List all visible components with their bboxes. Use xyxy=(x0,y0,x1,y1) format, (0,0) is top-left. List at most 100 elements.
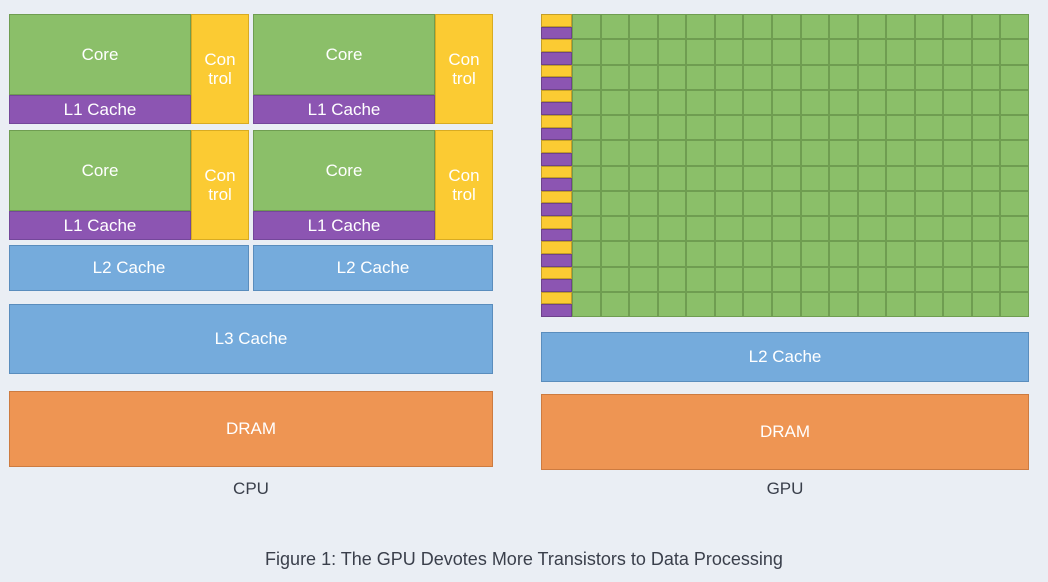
cpu-core-module-3: Core L1 Cache Con trol xyxy=(9,130,249,240)
gpu-core-cell xyxy=(686,64,715,90)
gpu-core-cell xyxy=(800,190,830,216)
gpu-core-cell xyxy=(743,241,772,267)
gpu-core-cell xyxy=(686,140,715,166)
gpu-core-cell xyxy=(743,266,772,292)
gpu-core-cell xyxy=(857,190,887,216)
gpu-core-cell xyxy=(857,216,887,242)
gpu-control-stripe xyxy=(541,241,572,254)
gpu-core-cell xyxy=(1000,291,1029,317)
gpu-core-cell xyxy=(857,89,887,115)
gpu-core-cell xyxy=(943,266,972,292)
gpu-core-cell xyxy=(629,266,658,292)
gpu-core-cell xyxy=(943,140,972,166)
gpu-core-cell xyxy=(629,39,658,65)
gpu-core-cell xyxy=(743,14,772,40)
gpu-core-cell xyxy=(572,14,601,40)
gpu-core-cell xyxy=(629,165,658,191)
gpu-l1-cache-stripe xyxy=(541,228,572,242)
gpu-core-cell xyxy=(914,140,944,166)
gpu-control-stripe xyxy=(541,291,572,305)
gpu-core-cell xyxy=(829,140,858,166)
gpu-core-cell xyxy=(829,216,858,242)
gpu-core-cell xyxy=(743,64,772,90)
gpu-core-cell xyxy=(714,266,744,292)
gpu-l1-cache-stripe xyxy=(541,304,572,317)
gpu-core-cell xyxy=(914,241,944,267)
gpu-stripe-pair xyxy=(541,190,572,216)
gpu-core-cell xyxy=(600,291,630,317)
gpu-core-cell xyxy=(714,14,744,40)
cpu-core-2: Core xyxy=(253,14,435,95)
cpu-l1-cache-1: L1 Cache xyxy=(9,95,191,124)
gpu-core-cell xyxy=(971,190,1001,216)
gpu-core-cell xyxy=(971,89,1001,115)
gpu-l1-cache-stripe xyxy=(541,152,572,166)
cpu-control-4: Con trol xyxy=(435,130,493,240)
gpu-core-cell xyxy=(857,64,887,90)
gpu-core-cell xyxy=(800,14,830,40)
gpu-core-cell xyxy=(714,140,744,166)
gpu-core-cell xyxy=(857,140,887,166)
gpu-core-cell xyxy=(800,89,830,115)
gpu-core-cell xyxy=(829,115,858,141)
gpu-core-cell xyxy=(800,64,830,90)
gpu-core-cell xyxy=(1000,64,1029,90)
gpu-control-stripe xyxy=(541,140,572,153)
cpu-l1-cache-3: L1 Cache xyxy=(9,211,191,240)
gpu-core-cell xyxy=(800,140,830,166)
gpu-core-cell xyxy=(657,241,687,267)
gpu-grid-row xyxy=(541,165,1029,191)
gpu-stripe-pair xyxy=(541,39,572,65)
gpu-core-cell xyxy=(800,39,830,65)
gpu-core-cell xyxy=(943,165,972,191)
gpu-core-cell xyxy=(971,14,1001,40)
gpu-core-cell xyxy=(914,115,944,141)
gpu-core-cell xyxy=(743,165,772,191)
gpu-core-cell xyxy=(829,190,858,216)
gpu-core-cell xyxy=(857,266,887,292)
gpu-core-cell xyxy=(886,266,915,292)
gpu-control-stripe xyxy=(541,115,572,128)
gpu-core-cell xyxy=(971,266,1001,292)
gpu-core-cell xyxy=(857,39,887,65)
gpu-core-cell xyxy=(686,89,715,115)
gpu-core-cell xyxy=(714,115,744,141)
gpu-core-cell xyxy=(743,115,772,141)
gpu-core-cell xyxy=(743,140,772,166)
gpu-core-cell xyxy=(943,39,972,65)
gpu-core-cell xyxy=(886,140,915,166)
cpu-l3-cache: L3 Cache xyxy=(9,304,493,374)
gpu-core-cell xyxy=(971,216,1001,242)
gpu-core-cell xyxy=(771,241,801,267)
gpu-core-cell xyxy=(971,241,1001,267)
gpu-grid-row xyxy=(541,266,1029,292)
gpu-grid-row xyxy=(541,64,1029,90)
gpu-core-cell xyxy=(572,190,601,216)
gpu-core-cell xyxy=(886,190,915,216)
gpu-core-cell xyxy=(771,165,801,191)
gpu-core-cell xyxy=(686,115,715,141)
gpu-core-cell xyxy=(829,241,858,267)
gpu-core-cell xyxy=(971,64,1001,90)
gpu-core-cell xyxy=(686,165,715,191)
gpu-grid-row xyxy=(541,190,1029,216)
gpu-grid-row xyxy=(541,14,1029,40)
gpu-core-cell xyxy=(943,216,972,242)
gpu-stripe-pair xyxy=(541,291,572,317)
gpu-core-cell xyxy=(600,165,630,191)
gpu-l2-cache: L2 Cache xyxy=(541,332,1029,382)
gpu-core-cell xyxy=(914,216,944,242)
gpu-l1-cache-stripe xyxy=(541,279,572,292)
gpu-core-cell xyxy=(572,64,601,90)
gpu-stripe-pair xyxy=(541,89,572,115)
gpu-core-cell xyxy=(943,14,972,40)
cpu-control-1: Con trol xyxy=(191,14,249,124)
gpu-core-cell xyxy=(572,115,601,141)
gpu-core-cell xyxy=(629,216,658,242)
gpu-core-cell xyxy=(971,115,1001,141)
gpu-core-cell xyxy=(714,291,744,317)
gpu-core-cell xyxy=(971,39,1001,65)
gpu-core-cell xyxy=(771,14,801,40)
gpu-stripe-pair xyxy=(541,64,572,90)
gpu-control-stripe xyxy=(541,14,572,27)
